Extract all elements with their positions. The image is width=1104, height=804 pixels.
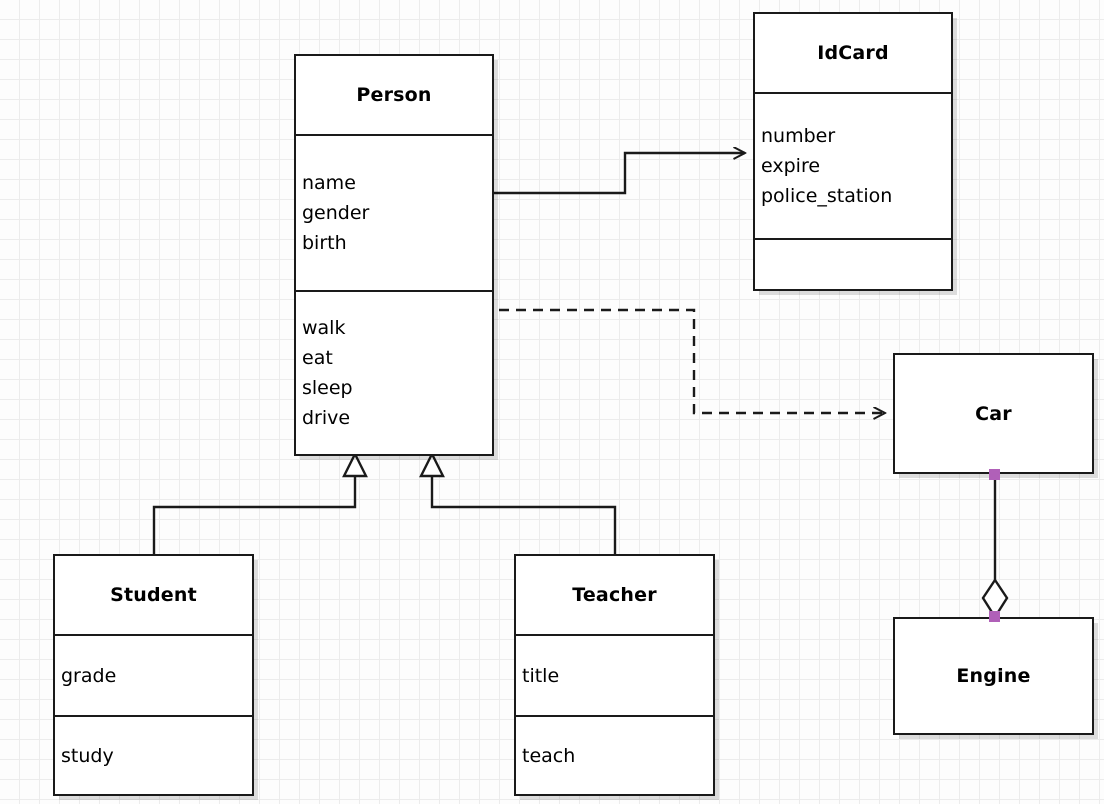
edge-endpoint-handle-engine[interactable] <box>989 611 1000 622</box>
edge-endpoint-handle-car[interactable] <box>989 469 1000 480</box>
class-name-engine: Engine <box>956 665 1031 687</box>
attribute-item: name <box>302 172 356 194</box>
attributes-compartment-teacher: title <box>516 634 713 715</box>
edge-teacher-person[interactable] <box>419 451 617 554</box>
method-item: drive <box>302 407 351 429</box>
edge-person-car[interactable] <box>499 308 885 413</box>
edge-student-person[interactable] <box>152 451 368 554</box>
methods-compartment-person: walk eat sleep drive <box>296 290 492 454</box>
class-box-engine[interactable]: Engine <box>893 617 1094 735</box>
method-item: walk <box>302 317 346 339</box>
attribute-item: birth <box>302 232 347 254</box>
attribute-item: police_station <box>761 185 893 207</box>
class-box-teacher[interactable]: Teacher title teach <box>514 554 715 796</box>
attribute-item: gender <box>302 202 370 224</box>
edge-person-idcard[interactable] <box>494 153 745 195</box>
methods-compartment-student: study <box>55 715 252 794</box>
class-box-student[interactable]: Student grade study <box>53 554 254 796</box>
attribute-item: title <box>522 664 560 687</box>
edge-car-engine[interactable] <box>981 474 1009 620</box>
method-item: study <box>61 744 114 767</box>
class-box-person[interactable]: Person name gender birth walk eat sleep … <box>294 54 494 456</box>
attributes-compartment-student: grade <box>55 634 252 715</box>
method-item: teach <box>522 744 576 767</box>
class-name-teacher: Teacher <box>572 584 657 606</box>
class-name-car: Car <box>975 402 1012 425</box>
class-box-idcard[interactable]: IdCard number expire police_station <box>753 12 953 291</box>
attribute-item: expire <box>761 155 821 177</box>
attributes-compartment-idcard: number expire police_station <box>755 92 951 238</box>
method-item: sleep <box>302 377 353 399</box>
methods-compartment-idcard <box>755 238 951 289</box>
class-box-car[interactable]: Car <box>893 353 1094 474</box>
class-name-idcard: IdCard <box>817 42 889 64</box>
method-item: eat <box>302 347 333 369</box>
attribute-item: grade <box>61 664 117 687</box>
attribute-item: number <box>761 125 836 147</box>
class-name-person: Person <box>356 84 432 106</box>
methods-compartment-teacher: teach <box>516 715 713 794</box>
class-name-student: Student <box>110 584 197 606</box>
attributes-compartment-person: name gender birth <box>296 134 492 290</box>
